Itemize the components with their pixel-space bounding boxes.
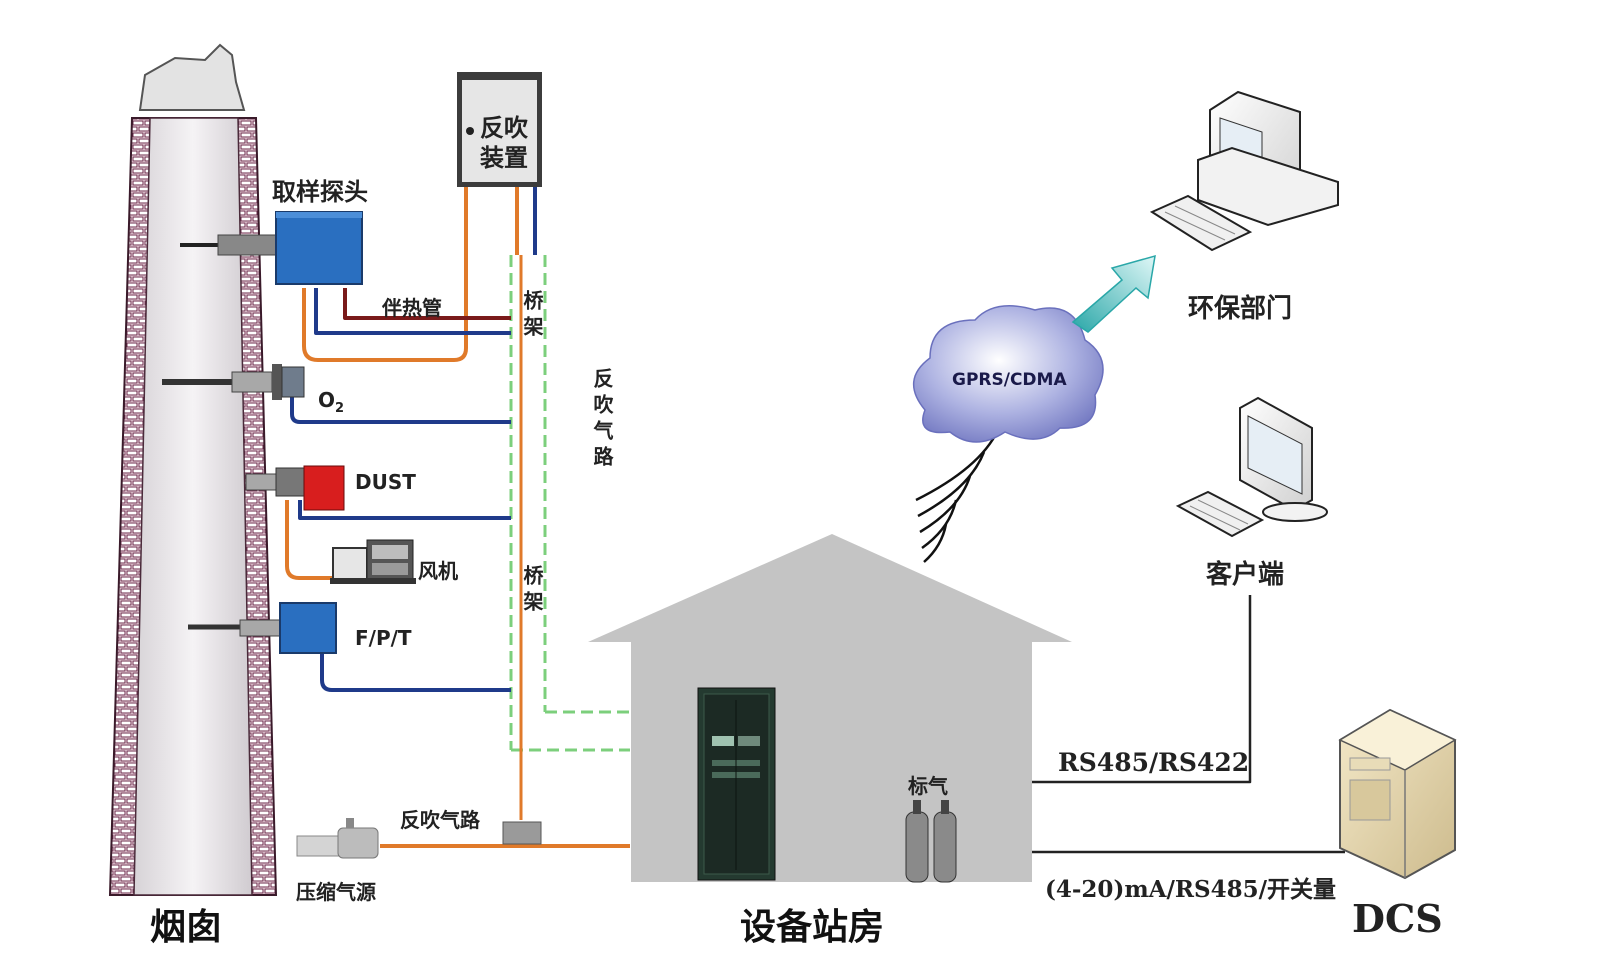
house-roof [588, 534, 1072, 642]
device-handle-icon [466, 127, 474, 135]
sampling-probe-label: 取样探头 [272, 178, 368, 206]
o2-analyzer-head [281, 366, 305, 398]
backflush-gas-path-vertical-label: 反吹气路 [590, 368, 614, 472]
heat-trace-pipe-label: 伴热管 [382, 296, 442, 320]
bridge-upper-label: 桥架 [520, 290, 544, 342]
client-label: 客户端 [1206, 560, 1285, 590]
fan-label: 风机 [418, 559, 458, 583]
fpt-label: F/P/T [355, 626, 412, 650]
smoke-plume [138, 43, 246, 111]
gprs-cdma-label: GPRS/CDMA [952, 370, 1067, 390]
o2-label: O2 [318, 388, 344, 416]
backflush-device-label-line2: 装置 [480, 144, 528, 172]
backflush-device-label-line1: 反吹 [480, 114, 528, 142]
env-protection-dept-label: 环保部门 [1188, 294, 1293, 324]
pipes [285, 187, 1345, 854]
chimney [108, 43, 278, 896]
bridge-lower-label: 桥架 [520, 565, 544, 617]
calibration-gas-label: 标气 [908, 774, 948, 798]
fpt-signal-line [320, 652, 511, 692]
rs485-rs422-label: RS485/RS422 [1058, 748, 1250, 777]
chimney-flue [133, 117, 253, 896]
desktop-computer-icon [1175, 396, 1328, 538]
backflush-gas-path-label: 反吹气路 [400, 808, 480, 832]
o2-signal-line [290, 395, 511, 424]
rs485-line [1030, 595, 1252, 784]
desktop-computer-icon [1149, 90, 1339, 252]
tee-fitting [502, 821, 542, 845]
cable-tray [509, 255, 630, 752]
backflush-device [457, 72, 542, 187]
o2-label-subscript: 2 [335, 401, 345, 416]
station-house [588, 534, 1072, 883]
fpt-sensor-box [279, 602, 337, 654]
compressed-air-source [296, 818, 379, 859]
uplink-arrow-icon [1071, 254, 1156, 333]
probe-signal-line [314, 288, 511, 335]
equipment-cabinet-icon [697, 687, 776, 881]
server-tower-icon [1338, 708, 1457, 880]
analog-digital-io-label: (4-20)mA/RS485/开关量 [1045, 876, 1337, 903]
heat-trace-pipe-line [343, 288, 511, 320]
dcs-label: DCS [1352, 896, 1443, 941]
dust-monitor-box [303, 465, 345, 511]
fan-air-line [285, 500, 333, 580]
o2-label-main: O [318, 388, 336, 412]
gas-cylinder-icon [905, 800, 957, 883]
dust-signal-line [298, 500, 511, 520]
dust-monitor [245, 465, 345, 511]
backflush-device-panel [462, 80, 537, 182]
backflush-line-probe [302, 187, 468, 362]
house-body [631, 640, 1032, 882]
station-house-label: 设备站房 [740, 907, 885, 948]
compressed-air-source-label: 压缩气源 [296, 880, 376, 904]
gprs-cloud [912, 305, 1104, 443]
fan-motor-icon [330, 539, 416, 584]
fpt-sensor [188, 602, 337, 654]
wireless-signal-icon [915, 429, 1000, 563]
sampling-probe [180, 211, 363, 285]
sampling-probe-box [275, 211, 363, 285]
dust-label: DUST [355, 470, 416, 494]
chimney-label: 烟囱 [150, 907, 223, 948]
o2-analyzer [162, 364, 305, 400]
